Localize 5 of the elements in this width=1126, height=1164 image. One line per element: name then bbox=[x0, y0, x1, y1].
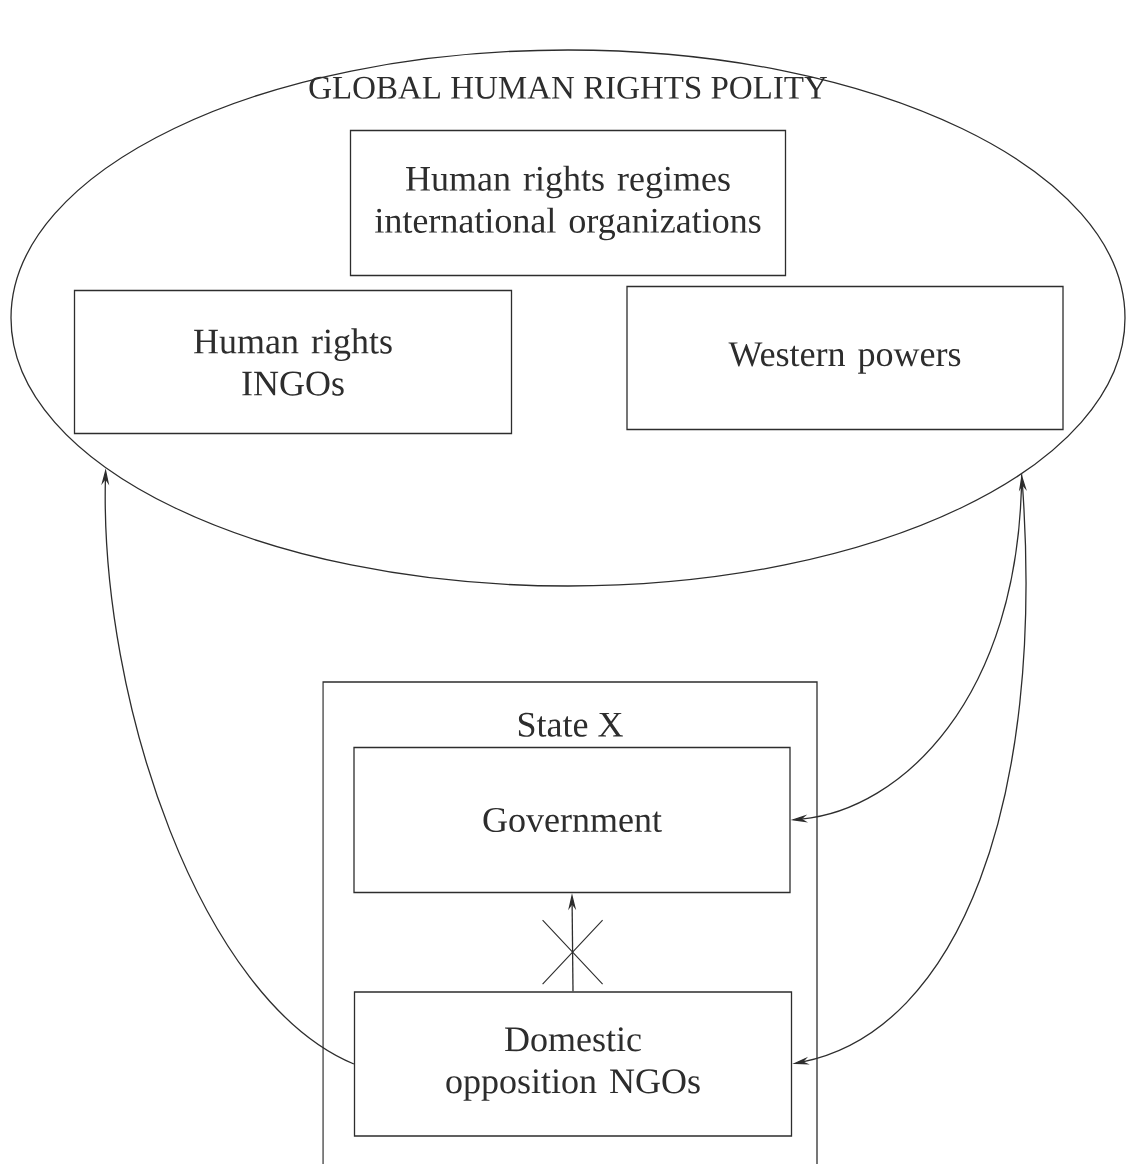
text-box: Human rights INGOs bbox=[73, 289, 513, 435]
text-box: Human rights regimes international organizations bbox=[349, 129, 787, 277]
text-box: Domestic opposition NGOs bbox=[353, 991, 793, 1137]
text-box: Western powers bbox=[626, 285, 1064, 431]
text-box: Government bbox=[353, 746, 791, 894]
